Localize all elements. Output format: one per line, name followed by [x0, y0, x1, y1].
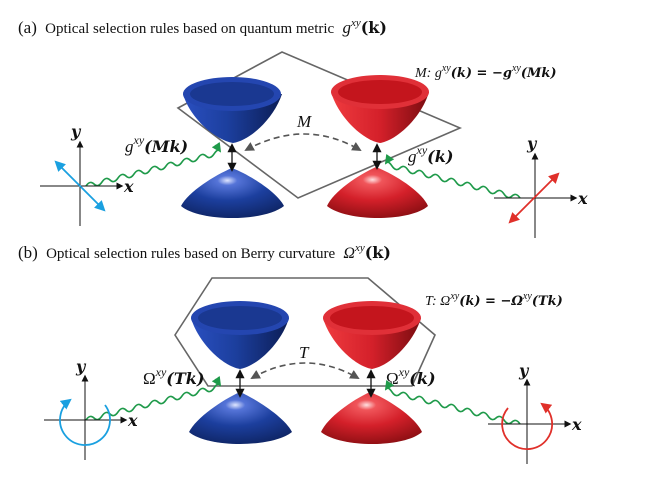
x-axis-label: x: [577, 189, 588, 208]
y-axis-label: y: [75, 357, 87, 376]
panel-b-title: Optical selection rules based on Berry c…: [46, 246, 335, 262]
panel-a-title-sup: xy: [350, 17, 361, 29]
rule-b-sup: xy: [449, 291, 459, 302]
circular-polarization-blue: [59, 398, 111, 446]
symmetry-arrow-a: [244, 133, 362, 151]
panel-b: (b) Optical selection rules based on Ber…: [18, 242, 582, 464]
rule-a-lhs: M: g: [414, 66, 442, 81]
brillouin-plane-b: [174, 277, 436, 387]
y-axis-label: y: [526, 134, 538, 153]
rule-a-sup: xy: [441, 63, 451, 74]
svg-text:(a) Optical selection ru: (a) Optical selection rules based on qua…: [18, 17, 387, 37]
axes-left-a: x y: [40, 122, 134, 226]
panel-a-title-k: (k): [361, 18, 387, 37]
svg-text:T: Ωxy(k) = −Ωxy(Tk): T: Ωxy(k) = −Ωxy(Tk): [425, 291, 563, 309]
right-label-b-sym: Ω: [386, 369, 399, 388]
svg-text:gxy(Mk): gxy(Mk): [125, 133, 188, 156]
left-label-a-arg: (Mk): [144, 137, 188, 156]
svg-text:M: gxy(k) = −gxy(Mk): M: gxy(k) = −gxy(Mk): [414, 63, 557, 81]
rule-b-end: (Tk): [532, 294, 563, 309]
linear-polarization-blue: [54, 160, 106, 212]
blue-lower-band-a: [181, 168, 284, 218]
photon-left-b: [85, 375, 222, 421]
right-label-a-arg: (k): [427, 147, 453, 166]
circular-polarization-red: [501, 402, 553, 450]
blue-upper-band-a: [183, 77, 282, 143]
svg-text:gxy(k): gxy(k): [408, 143, 453, 166]
panel-a-title: Optical selection rules based on quantum…: [45, 21, 334, 37]
svg-text:Ωxy(k): Ωxy(k): [386, 365, 436, 388]
rule-b-lhs: T: Ω: [425, 294, 450, 309]
right-label-a-sup: xy: [416, 143, 428, 157]
rule-a-end: (Mk): [521, 66, 557, 81]
y-axis-label: y: [70, 122, 82, 141]
photon-right-b: [384, 379, 521, 425]
blue-lower-band-b: [189, 392, 292, 444]
panel-b-title-k: (k): [365, 243, 391, 262]
axes-left-b: x y: [44, 357, 138, 460]
right-label-b-sup: xy: [398, 365, 410, 379]
red-lower-band-b: [321, 392, 422, 444]
symmetry-op-b: T: [299, 343, 310, 362]
right-label-b-arg: (k): [409, 369, 435, 388]
linear-polarization-red: [508, 172, 560, 224]
svg-text:(b) Optical selection ru: (b) Optical selection rules based on Ber…: [18, 242, 391, 262]
panel-a-title-symbol: g: [342, 18, 351, 37]
left-label-a-sup: xy: [133, 133, 145, 147]
x-axis-label: x: [571, 415, 582, 434]
photon-left-a: [85, 141, 222, 187]
left-label-a-sym: g: [125, 137, 134, 156]
red-lower-band-a: [327, 167, 428, 218]
panel-b-label: (b): [18, 243, 38, 262]
panel-a-label: (a): [18, 18, 37, 37]
left-label-b-arg: (Tk): [166, 369, 204, 388]
brillouin-plane-a: [176, 51, 463, 199]
right-label-a-sym: g: [408, 147, 417, 166]
rule-b-mid: (k) = −Ω: [459, 294, 523, 309]
svg-text:Ωxy(Tk): Ωxy(Tk): [143, 365, 204, 388]
red-upper-band-a: [331, 75, 429, 143]
rule-a-sup2: xy: [511, 63, 521, 74]
blue-upper-band-b: [191, 301, 289, 369]
rule-b-sup2: xy: [522, 291, 532, 302]
x-axis-label: x: [123, 177, 134, 196]
red-upper-band-b: [323, 301, 421, 369]
symmetry-op-a: M: [296, 112, 312, 131]
y-axis-label: y: [518, 361, 530, 380]
rule-a-mid: (k) = −g: [451, 66, 512, 81]
axes-right-a: x y: [494, 134, 588, 238]
axes-right-b: x y: [488, 361, 582, 464]
panel-b-title-symbol: Ω: [343, 245, 355, 262]
left-label-b-sup: xy: [155, 365, 167, 379]
panel-b-title-sup: xy: [354, 242, 365, 254]
left-label-b-sym: Ω: [143, 369, 156, 388]
photon-right-a: [384, 153, 521, 199]
x-axis-label: x: [127, 411, 138, 430]
symmetry-arrow-b: [250, 362, 360, 379]
panel-a: (a) Optical selection rules based on qua…: [18, 17, 588, 238]
